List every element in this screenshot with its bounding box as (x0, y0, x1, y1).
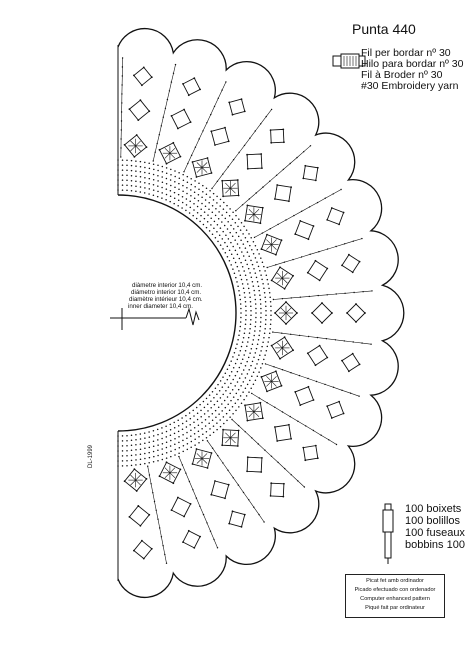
footer-line-4: Piqué fait par ordinateur (365, 605, 425, 611)
footer-line-2: Picado efectuado con ordenador (354, 587, 436, 593)
thread-spool-icon (332, 53, 366, 69)
bobbin-line-1: 100 boixets (405, 503, 462, 515)
pattern-lines (117, 27, 405, 599)
thread-line-4: #30 Embroidery yarn (361, 80, 459, 92)
pin-mark-icon (110, 307, 200, 330)
bobbin-line-2: 100 bolillos (405, 515, 461, 527)
pattern-title: Punta 440 (352, 21, 416, 37)
thread-line-3: Fil à Broder nº 30 (361, 69, 443, 81)
bobbin-line-3: 100 fuseaux (405, 527, 465, 539)
thread-line-1: Fil per bordar nº 30 (361, 47, 451, 59)
bobbin-icon (382, 503, 394, 564)
footer-box: Picat fet amb ordinador Picado efectuado… (345, 574, 445, 618)
thread-line-2: Hilo para bordar nº 30 (361, 58, 464, 70)
diamond-motifs (123, 66, 366, 560)
diameter-line-1: diàmetre interior 10,4 cm. (132, 282, 203, 289)
side-code: DL-1999 (88, 444, 94, 468)
bobbin-line-4: bobbins 100 (405, 539, 465, 551)
footer-line-3: Computer enhanced pattern (360, 596, 430, 602)
footer-line-1: Picat fet amb ordinador (366, 578, 424, 584)
diameter-line-3: diamètre intérieur 10,4 cm. (129, 296, 203, 303)
pricking-dots (117, 57, 373, 564)
diameter-line-2: diámetro interior 10,4 cm. (131, 289, 202, 296)
diameter-line-4: inner diameter 10,4 cm. (128, 303, 193, 310)
